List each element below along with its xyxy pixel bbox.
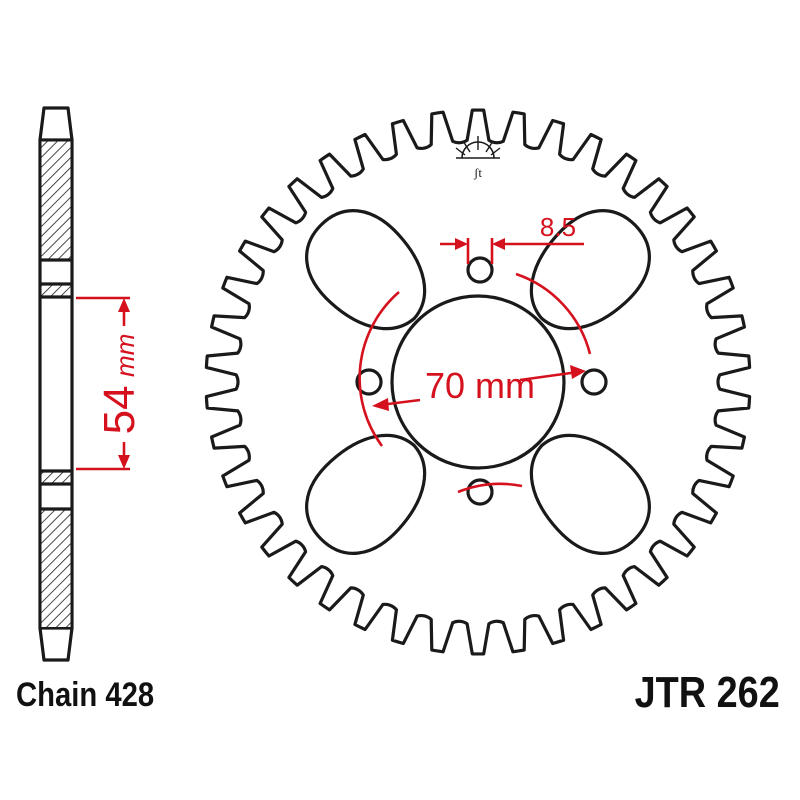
center-bore: [390, 294, 566, 470]
side-view-body: [38, 138, 74, 630]
cutout: [305, 433, 427, 555]
bolt-hole-right: [580, 368, 608, 396]
side-hatch-upper: [41, 141, 71, 260]
chain-label: Chain 428: [16, 676, 155, 714]
bolt-hole-top: [466, 256, 494, 284]
bolt-circle-label: 70 mm: [425, 365, 535, 406]
hub-thickness-value: 54: [95, 385, 144, 434]
jt-sunburst-logo-icon: ʃt: [455, 136, 501, 180]
cutout: [305, 209, 427, 331]
hub-thickness-unit: mm: [110, 334, 140, 377]
bolt-hole-dimension: 8.5: [440, 212, 584, 264]
svg-text:54 mm: 54 mm: [95, 334, 144, 435]
side-hatch-hub-bottom: [41, 472, 71, 483]
cutout: [529, 433, 651, 555]
bolt-hole-bottom: [466, 478, 494, 506]
svg-text:ʃt: ʃt: [473, 165, 482, 180]
side-view-top-tip: [38, 106, 74, 141]
sprocket-face: [204, 108, 752, 656]
side-view-bottom-tip: [38, 627, 74, 662]
hub-thickness-dimension: 54 mm: [76, 296, 144, 471]
side-view: [38, 106, 74, 662]
sprocket-teeth-outline: [204, 108, 752, 656]
bolt-hole-label: 8.5: [540, 212, 576, 242]
side-hatch-lower: [41, 510, 71, 627]
cutout: [529, 209, 651, 331]
bolt-hole-left: [355, 368, 383, 396]
side-hatch-hub-top: [41, 285, 71, 296]
bolt-circle-dimension: 70 mm: [358, 272, 592, 494]
part-number-label: JTR 262: [634, 668, 780, 717]
